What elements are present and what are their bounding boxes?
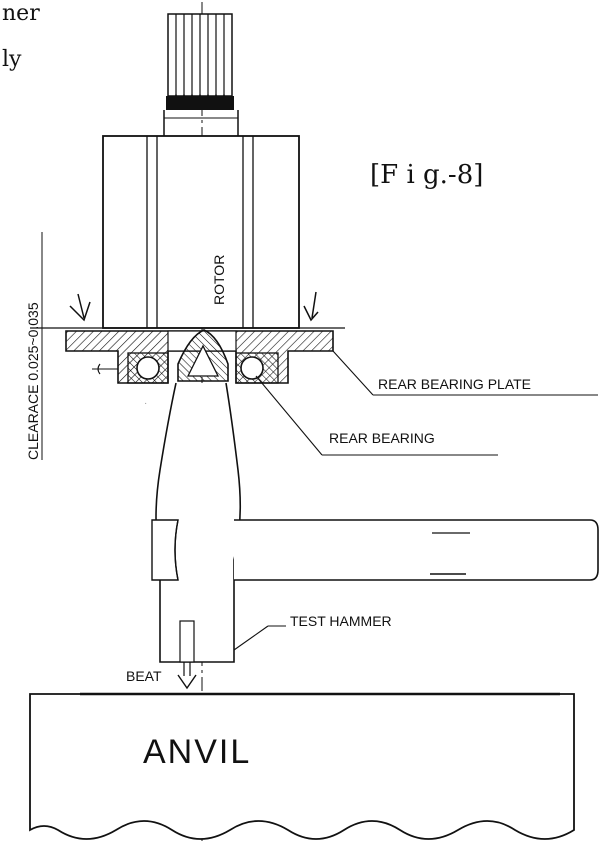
left-arrow-icon bbox=[69, 293, 91, 322]
clipped-text-line1: ner bbox=[2, 1, 40, 26]
figure-label: [F i g.-8] bbox=[370, 160, 483, 190]
shaft-cone bbox=[177, 329, 229, 382]
rear-bearing-left bbox=[127, 352, 169, 384]
rear-bearing-right bbox=[235, 352, 279, 384]
rotor-label: ROTOR bbox=[211, 255, 227, 305]
beat-label: BEAT bbox=[126, 668, 162, 684]
clipped-text-line2: ly bbox=[2, 47, 22, 72]
rear-bearing-label: REAR BEARING bbox=[329, 430, 435, 446]
plate-mark-left bbox=[92, 363, 118, 375]
clearance-label: CLEARACE 0.025~0.035 bbox=[25, 302, 41, 460]
test-hammer bbox=[151, 382, 599, 663]
beat-arrow-icon bbox=[177, 662, 197, 690]
test-hammer-label: TEST HAMMER bbox=[290, 613, 392, 629]
plate-dot: · bbox=[144, 398, 147, 409]
shaft-spline bbox=[166, 13, 234, 110]
rotor-body bbox=[102, 135, 300, 329]
right-arrow-icon bbox=[303, 291, 319, 322]
shaft-neck bbox=[163, 110, 239, 136]
anvil-label: ANVIL bbox=[143, 733, 251, 771]
leader-lines bbox=[233, 350, 598, 651]
rear-bearing-plate-label: REAR BEARING PLATE bbox=[378, 376, 531, 392]
clearance-dimension bbox=[30, 232, 345, 460]
anvil bbox=[29, 692, 575, 840]
